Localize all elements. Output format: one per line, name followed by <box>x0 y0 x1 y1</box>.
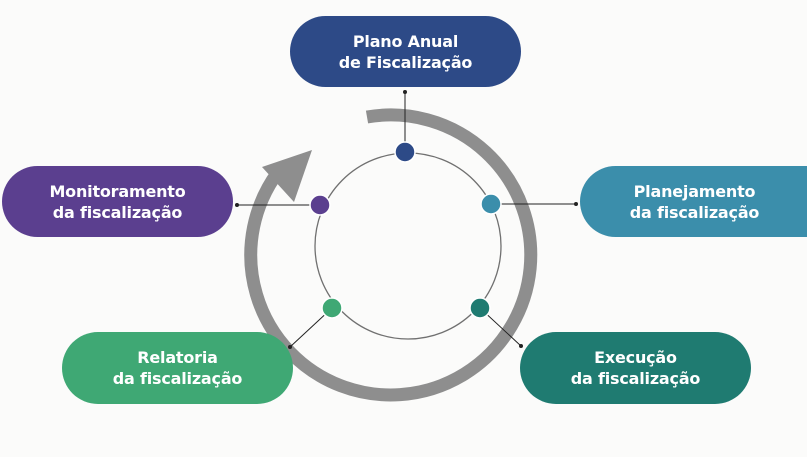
stage-line1: Monitoramento <box>49 181 186 201</box>
node-monitoramento <box>309 194 331 216</box>
connector-endpoint <box>574 202 578 206</box>
stage-plano-anual: Plano Anual de Fiscalização <box>290 16 521 87</box>
stage-line2: da fiscalização <box>570 369 701 388</box>
connector-endpoint <box>288 345 292 349</box>
connector-endpoints <box>235 90 578 349</box>
connector-endpoint <box>403 90 407 94</box>
stage-line1: Plano Anual <box>352 31 459 51</box>
cycle-arrowhead <box>262 150 312 202</box>
stage-line1: Execução <box>594 348 677 367</box>
stage-monitoramento: Monitoramento da fiscalização <box>2 166 233 237</box>
stage-line2: da fiscalização <box>112 369 243 388</box>
node-plano <box>394 141 416 163</box>
stage-planejamento: Planejamento da fiscalização <box>580 166 807 237</box>
stage-line2: de Fiscalização <box>338 52 473 72</box>
stage-execucao: Execução da fiscalização <box>520 332 751 404</box>
stage-line2: da fiscalização <box>629 202 760 222</box>
stage-line1: Relatoria <box>137 348 218 367</box>
stage-line2: da fiscalização <box>52 202 183 222</box>
stage-relatoria: Relatoria da fiscalização <box>62 332 293 404</box>
node-relatoria <box>321 297 343 319</box>
stage-line1: Planejamento <box>633 181 756 201</box>
connector-endpoint <box>235 203 239 207</box>
node-planejamento <box>480 193 502 215</box>
node-execucao <box>469 297 491 319</box>
cycle-arrow <box>244 108 538 402</box>
connector-endpoint <box>519 344 523 348</box>
